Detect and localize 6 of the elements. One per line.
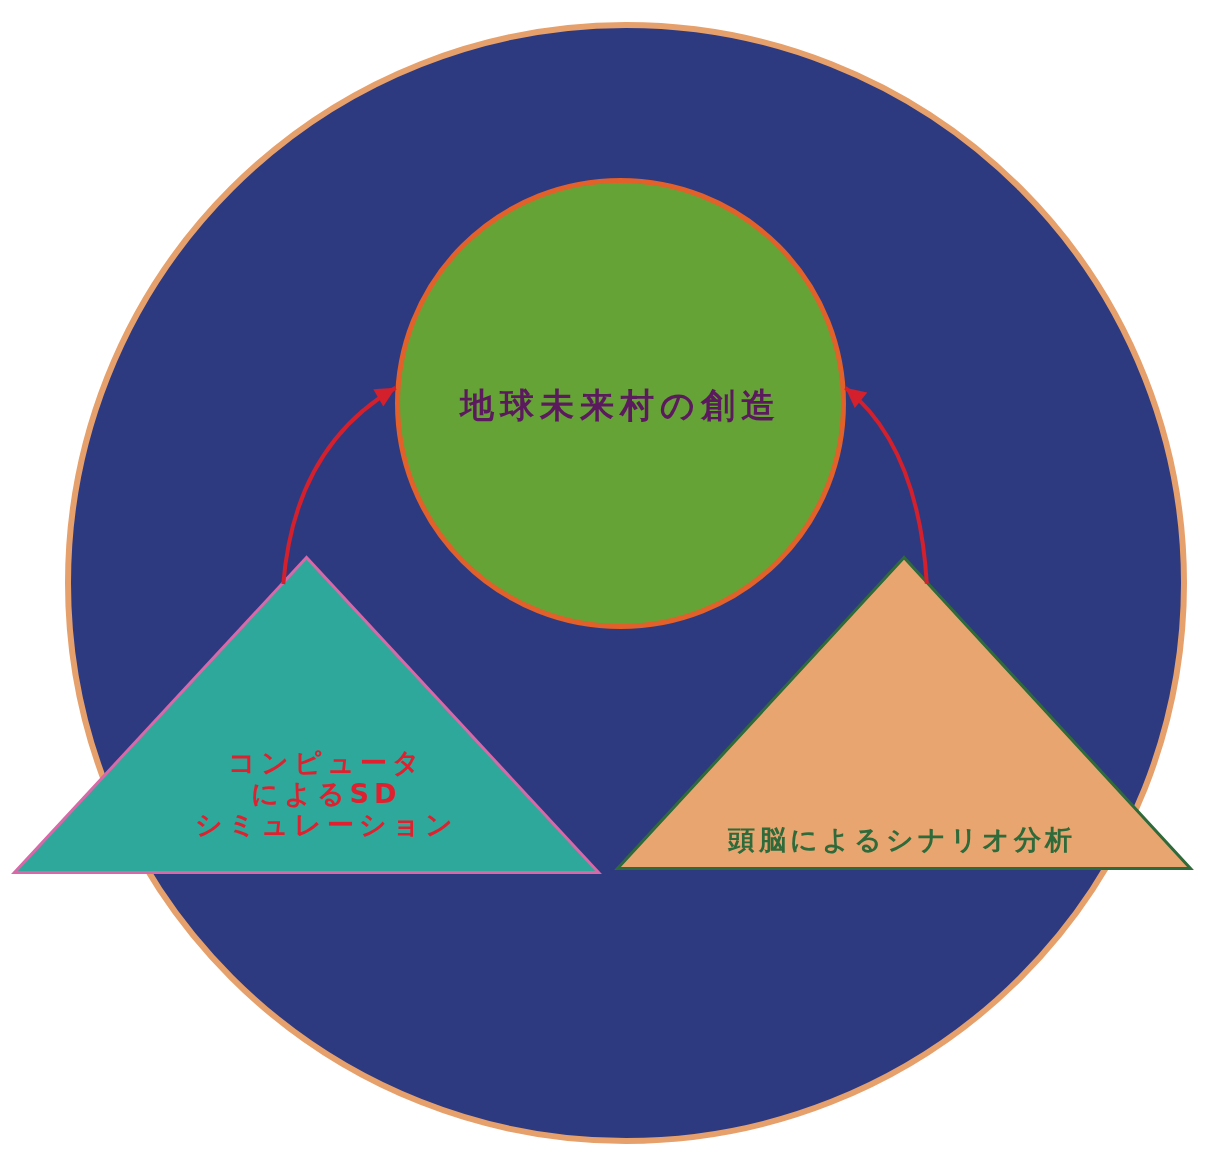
node-label: コンピュータによるSDシミュレーション bbox=[194, 747, 458, 841]
node-label: 地球未来村の創造 bbox=[459, 386, 781, 426]
node-label: 頭脳によるシナリオ分析 bbox=[728, 824, 1076, 856]
triangle bbox=[13, 556, 600, 874]
curved-arrow bbox=[844, 386, 929, 584]
curved-arrow bbox=[281, 386, 397, 585]
